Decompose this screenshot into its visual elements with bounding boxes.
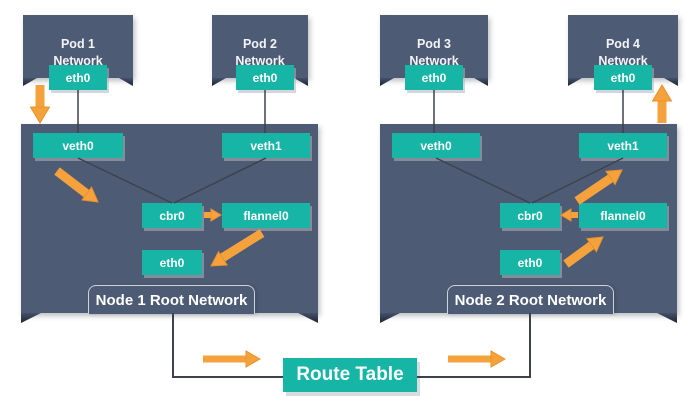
- pod3-network-box: Pod 3 Network: [380, 15, 488, 78]
- flow-arrow-pod4-up-icon: [651, 84, 673, 123]
- pod1-network-title: Pod 1 Network: [23, 36, 133, 69]
- node1-cbr0-chip: cbr0: [142, 203, 202, 228]
- pod4-network-title: Pod 4 Network: [568, 36, 678, 69]
- pod3-network-title: Pod 3 Network: [380, 36, 488, 69]
- node1-flannel0-chip: flannel0: [222, 203, 310, 228]
- connector-node1-route-table: [172, 313, 283, 378]
- pod3-name: Pod 3: [416, 37, 452, 51]
- node2-cbr0-chip: cbr0: [500, 203, 560, 228]
- node1-eth0-chip: eth0: [142, 250, 202, 275]
- pod1-name: Pod 1: [60, 37, 96, 51]
- pod4-eth0-chip: eth0: [594, 65, 652, 90]
- node2-eth0-chip: eth0: [500, 250, 560, 275]
- pod2-network-title: Pod 2 Network: [212, 36, 308, 69]
- pod2-eth0-chip: eth0: [236, 65, 294, 90]
- pod3-network-word: Network: [409, 53, 459, 68]
- flow-arrow-route-right-icon: [448, 350, 507, 368]
- connector-route-table-node2: [417, 313, 531, 378]
- pod4-network-word: Network: [598, 53, 648, 68]
- node1-veth1-chip: veth1: [222, 133, 310, 158]
- node2-root-network-label: Node 2 Root Network: [447, 285, 614, 314]
- flow-arrow-route-left-icon: [203, 350, 262, 368]
- node1-root-network-label: Node 1 Root Network: [88, 285, 255, 314]
- pod3-eth0-chip: eth0: [405, 65, 463, 90]
- node1-veth0-chip: veth0: [33, 133, 123, 158]
- pod1-eth0-chip: eth0: [49, 65, 107, 90]
- node2-veth1-chip: veth1: [579, 133, 667, 158]
- pod2-network-word: Network: [235, 53, 285, 68]
- pod4-name: Pod 4: [605, 37, 641, 51]
- pod1-network-word: Network: [53, 53, 103, 68]
- pod2-name: Pod 2: [242, 37, 278, 51]
- node2-veth0-chip: veth0: [392, 133, 480, 158]
- flow-arrow-pod1-down-icon: [29, 85, 51, 124]
- node2-flannel0-chip: flannel0: [579, 203, 667, 228]
- route-table-box: Route Table: [283, 358, 417, 392]
